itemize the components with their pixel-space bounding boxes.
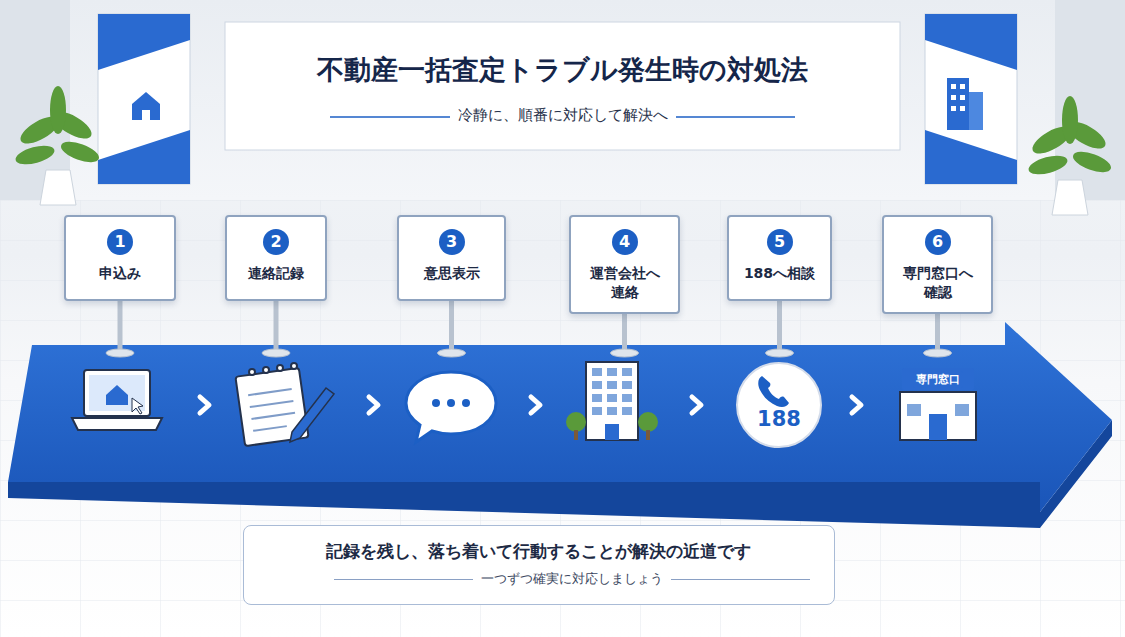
subtitle: 冷静に、順番に対応して解決へ bbox=[225, 106, 900, 125]
step-signboard: 5 188へ相談 bbox=[727, 215, 832, 301]
sign-poles bbox=[106, 301, 952, 357]
step-label: 運営会社へ 連絡 bbox=[577, 264, 672, 302]
office-building-icon bbox=[566, 362, 658, 440]
step-label: 専門窓口へ 確認 bbox=[890, 264, 985, 302]
note-box: 記録を残し、落ち着いて行動することが解決の近道です一つずつ確実に対応しましょう bbox=[243, 525, 835, 605]
notepad-icon bbox=[235, 363, 334, 446]
consultation-office-icon bbox=[900, 368, 976, 440]
subtitle-text: 冷静に、順番に対応して解決へ bbox=[450, 106, 676, 124]
step-number: 1 bbox=[107, 229, 133, 255]
step-signboard: 2 連絡記録 bbox=[225, 215, 327, 301]
speech-bubble-icon bbox=[406, 372, 496, 442]
step-label: 188へ相談 bbox=[744, 264, 815, 283]
step-number: 4 bbox=[612, 229, 638, 255]
step-label: 意思表示 bbox=[424, 264, 480, 283]
potted-plant bbox=[14, 86, 102, 205]
step-label: 申込み bbox=[99, 264, 141, 283]
potted-plant bbox=[1027, 96, 1114, 215]
laptop-icon bbox=[72, 370, 162, 430]
step-signboard: 6 専門窓口へ 確認 bbox=[882, 215, 993, 314]
step-signboard: 1 申込み bbox=[64, 215, 176, 301]
note-text: 記録を残し、落ち着いて行動することが解決の近道です bbox=[326, 540, 818, 562]
flow-arrow bbox=[8, 322, 1112, 528]
phone-number: 188 bbox=[749, 407, 809, 431]
office-sign: 専門窓口 bbox=[913, 371, 963, 388]
note-subtext: 一つずつ確実に対応しましょう bbox=[326, 570, 818, 588]
step-signboard: 3 意思表示 bbox=[397, 215, 506, 301]
step-number: 3 bbox=[439, 229, 465, 255]
step-label: 連絡記録 bbox=[248, 264, 304, 283]
step-number: 6 bbox=[925, 229, 951, 255]
diagram-title: 不動産一括査定トラブル発生時の対処法 bbox=[225, 52, 900, 88]
step-number: 2 bbox=[263, 229, 289, 255]
step-signboard: 4 運営会社へ 連絡 bbox=[569, 215, 680, 314]
title-panel bbox=[225, 22, 900, 150]
side-banner bbox=[98, 14, 190, 184]
side-banner bbox=[925, 14, 1017, 184]
phone-icon bbox=[737, 363, 821, 447]
step-number: 5 bbox=[767, 229, 793, 255]
